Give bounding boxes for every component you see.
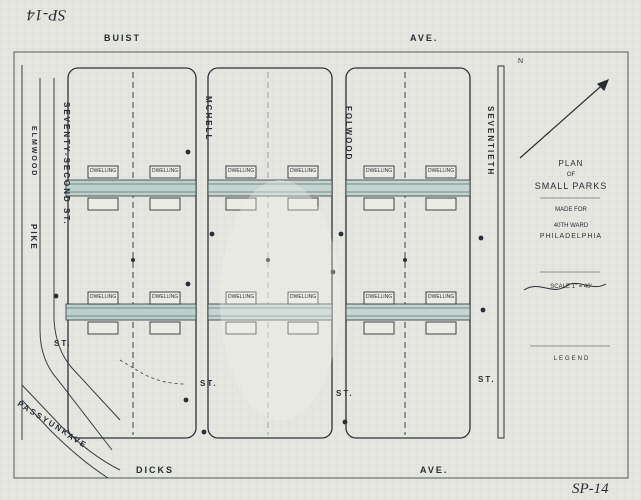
title-small-parks: SMALL PARKS [534,181,608,191]
dwelling-label: DWELLING [290,168,317,174]
elmwood-pike-curb-inner [53,78,121,421]
dwelling-label: DWELLING [428,168,455,174]
street-st-left-1: ST. [54,339,72,348]
monument-dots [53,149,486,435]
signature-mark [523,282,607,291]
passyunk-curb-inner [21,399,109,479]
street-label-buist: BUIST [104,33,141,43]
paper-stain [220,180,340,420]
diagonal-path [119,359,187,385]
title-plan: PLAN [558,159,584,168]
title-made-for: MADE FOR [555,207,587,213]
dwelling-label: DWELLING [152,294,179,300]
dwelling-label: DWELLING [90,168,117,174]
north-label: N [518,58,524,65]
street-label-folwood: FOLWOOD [344,106,353,162]
dwelling-label: DWELLING [290,294,317,300]
street-label-seventieth: SEVENTIETH [486,106,495,177]
dwelling-label: DWELLING [228,294,255,300]
dwelling-label: DWELLING [228,168,255,174]
dwelling-label: DWELLING [428,294,455,300]
dwelling-label: DWELLING [366,294,393,300]
title-ward: 40TH WARD [553,223,589,229]
elmwood-pike-curb-outer [39,78,113,451]
park-strip-lower-1 [65,303,197,321]
title-scale: SCALE 1" = 40' [550,284,592,290]
legend-heading: LEGEND [553,356,591,362]
north-arrow [519,78,610,159]
park-strip-lower-3 [345,303,471,321]
seventieth-curb [497,65,505,439]
park-cross-lines [66,183,470,317]
street-label-seventy-second: SEVENTY-SECOND ST. [62,102,71,226]
sheet-code-bottom-right: SP-14 [572,481,609,497]
title-rules [530,197,610,347]
park-strip-upper-3 [345,179,471,197]
street-st-block-1: ST. [200,379,218,388]
street-st-block-2: ST. [336,389,354,398]
legend-block: LEGEND [516,356,628,362]
block-3-outline [345,67,471,439]
dwelling-label: DWELLING [90,294,117,300]
block-1-outline [67,67,197,439]
title-of: OF [566,172,576,178]
street-label-pike: PIKE [29,224,38,251]
street-label-bottom-ave: AVE. [420,465,449,475]
street-label-top-ave: AVE. [410,33,439,43]
park-strip-upper-1 [65,179,197,197]
street-label-mchell: MCHELL [204,96,213,142]
passyunk-curb-outer [21,384,121,471]
dwelling-boxes [87,165,457,335]
sheet-code-top-left: SP-14 [26,6,66,23]
dwelling-label: DWELLING [366,168,393,174]
street-label-elmwood: ELMWOOD [30,126,37,178]
title-block: PLAN OF SMALL PARKS MADE FOR 40TH WARD P… [512,159,630,291]
street-label-dicks: DICKS [136,465,175,475]
street-st-right: ST. [478,375,496,384]
dwelling-label: DWELLING [152,168,179,174]
title-philadelphia: PHILADELPHIA [539,233,603,240]
block-2-outline [207,67,333,439]
